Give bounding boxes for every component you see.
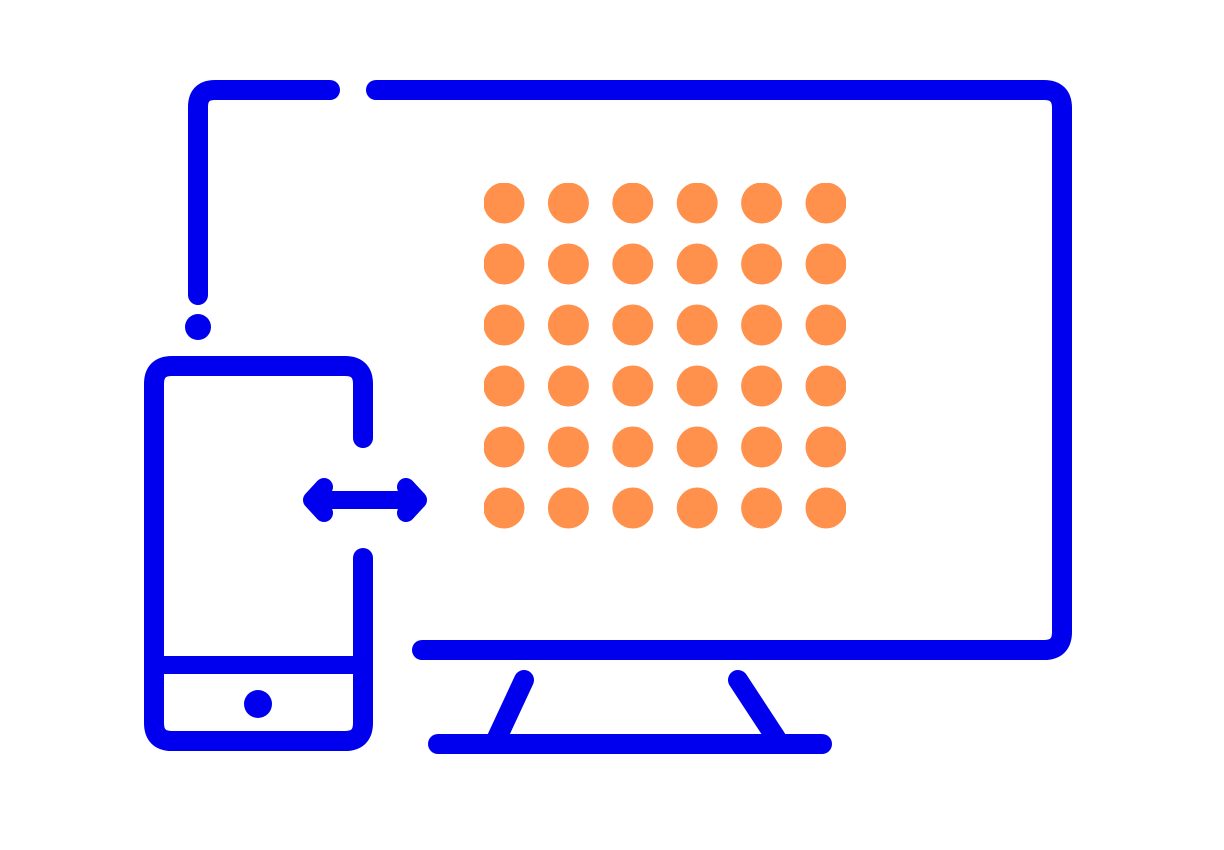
grid-dot: [741, 487, 783, 529]
arrow-head-left: [303, 478, 333, 522]
grid-dot: [676, 243, 718, 285]
grid-dot: [676, 365, 718, 407]
grid-dot: [676, 183, 718, 224]
grid-dot: [741, 304, 783, 346]
grid-dot: [484, 426, 525, 468]
grid-dot: [741, 426, 783, 468]
smartphone-icon: [144, 356, 373, 751]
monitor-stand-right-leg: [728, 670, 786, 748]
grid-dot: [547, 487, 589, 529]
dot-grid-icon: [484, 183, 846, 529]
grid-dot: [612, 243, 654, 285]
grid-dot: [547, 183, 589, 224]
grid-dot: [805, 365, 846, 407]
grid-dot: [484, 183, 525, 224]
monitor-frame-dot: [185, 314, 211, 340]
grid-dot: [547, 426, 589, 468]
phone-home-button-icon: [244, 690, 272, 718]
bidirectional-arrow-icon: [303, 478, 427, 522]
grid-dot: [612, 487, 654, 529]
grid-dot: [612, 183, 654, 224]
monitor-frame-left: [188, 80, 340, 305]
grid-dot: [805, 487, 846, 529]
arrow-head-right: [397, 478, 427, 522]
grid-dot: [484, 487, 525, 529]
grid-dot: [805, 304, 846, 346]
monitor-frame-right: [366, 80, 1072, 660]
monitor-stand-left-leg: [487, 670, 534, 748]
grid-dot: [612, 365, 654, 407]
grid-dot: [676, 487, 718, 529]
grid-dot: [805, 243, 846, 285]
grid-dot: [676, 304, 718, 346]
grid-dot: [741, 243, 783, 285]
grid-dot: [741, 183, 783, 224]
grid-dot: [805, 426, 846, 468]
grid-dot: [484, 243, 525, 285]
grid-dot: [741, 365, 783, 407]
grid-dot: [547, 243, 589, 285]
grid-dot: [547, 365, 589, 407]
grid-dot: [547, 304, 589, 346]
grid-dot: [612, 426, 654, 468]
phone-body: [144, 356, 373, 751]
grid-dot: [612, 304, 654, 346]
grid-dot: [484, 304, 525, 346]
monitor-icon: [185, 80, 1072, 754]
grid-dot: [484, 365, 525, 407]
grid-dot: [676, 426, 718, 468]
grid-dot: [805, 183, 846, 224]
